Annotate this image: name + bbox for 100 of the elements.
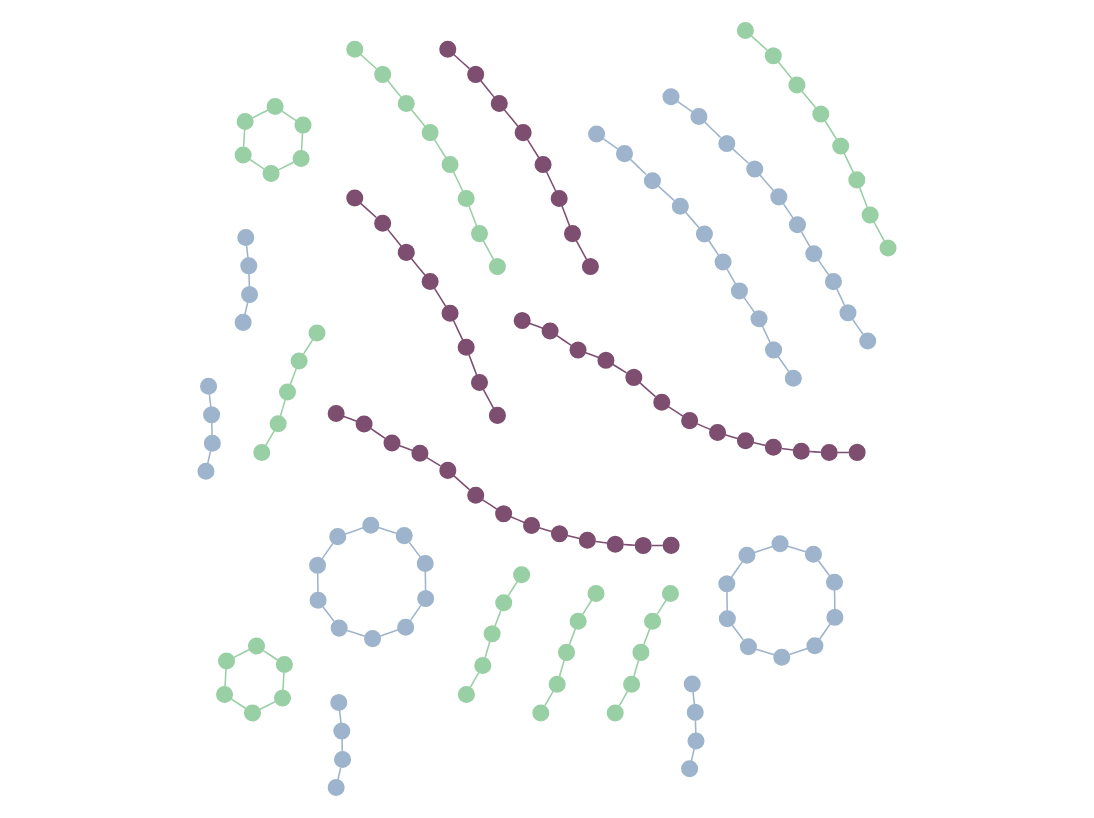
connector [817,259,830,276]
connector [731,148,750,164]
connector [873,221,886,242]
node-circle [197,462,215,480]
connector [251,109,269,119]
node-circle [643,172,661,190]
connector [612,363,628,374]
connector [538,527,553,533]
connector [555,334,572,347]
connector [526,138,540,159]
node-circle [374,65,392,83]
connector [279,398,287,417]
node-circle [805,245,823,263]
connector [843,152,855,174]
node-circle [243,704,261,722]
node-circle [309,591,327,609]
connector [724,434,739,440]
node-circle [364,630,382,648]
connector [379,629,399,637]
node-circle [681,760,699,778]
node-circle [606,535,624,553]
connector [788,647,809,656]
connector [433,138,447,159]
connector [410,108,426,128]
node-circle [826,608,844,626]
node-circle [513,566,531,584]
node-circle [644,612,662,630]
node-circle [467,65,485,83]
node-circle [203,434,221,452]
connector [484,640,491,659]
connector [581,599,593,616]
node-circle [457,338,475,356]
node-circle [495,594,513,612]
node-circle [234,313,252,331]
connector [817,560,831,577]
connector [759,174,775,192]
connector [777,61,793,80]
node-circle [848,443,866,461]
connector [544,690,555,707]
node-circle [309,556,327,574]
connector [752,441,767,447]
node-circle [825,573,843,591]
node-circle [374,214,392,232]
node-circle [241,285,259,303]
node-circle [362,516,380,534]
connector [730,561,744,578]
node-circle [597,351,615,369]
node-circle [661,584,679,602]
node-circle [558,643,576,661]
node-circle [278,383,296,401]
node-circle [861,206,879,224]
node-circle [457,189,475,207]
connector [808,450,822,453]
connector [692,691,696,706]
connector [359,202,378,219]
node-circle [788,216,806,234]
node-circle [329,528,347,546]
node-circle [397,95,415,113]
connector [433,287,447,308]
node-circle [634,537,652,555]
node-circle [784,369,802,387]
connector [594,540,608,544]
connector [359,53,378,70]
connector [800,231,811,248]
connector [452,170,464,193]
connector [858,186,869,209]
node-circle [308,324,326,342]
connector [230,698,247,710]
connector [836,288,846,307]
connector [346,629,366,637]
node-circle [523,517,541,535]
node-circle [788,76,806,94]
node-circle [765,341,783,359]
connector [726,268,737,285]
node-circle [416,555,434,573]
node-circle [718,610,736,628]
node-circle [397,243,415,261]
connector [566,534,581,540]
node-circle [690,107,708,125]
node-circle [292,150,310,168]
node-circle [859,332,877,350]
connector [277,161,295,171]
connector [676,100,693,113]
node-circle [441,304,459,322]
node-circle [470,225,488,243]
connector [753,545,774,554]
connector [481,498,498,510]
connector [618,690,629,707]
connector [337,766,342,781]
node-circle [550,189,568,207]
node-circle [483,625,501,643]
connector [482,239,495,261]
connector [561,205,571,227]
connector [622,543,636,546]
node-circle [879,239,897,257]
connector [704,121,722,139]
connector [510,516,525,524]
connector [248,273,251,288]
node-circle [709,424,727,442]
connector [265,429,276,447]
